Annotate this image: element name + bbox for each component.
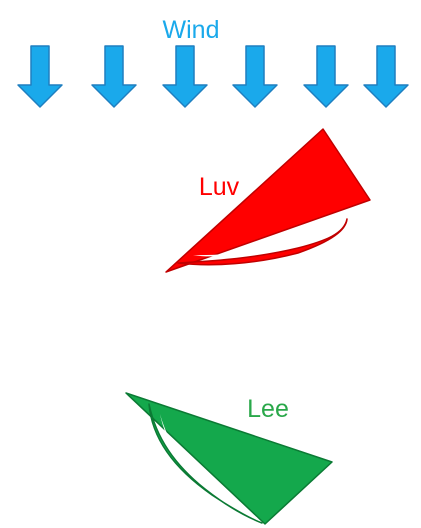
- wind-arrow-2: [91, 45, 137, 108]
- luv-sail-batten: [177, 218, 348, 266]
- wind-arrow-4: [232, 45, 278, 108]
- lee-sail-batten: [148, 403, 263, 524]
- wind-arrow-3: [162, 45, 208, 108]
- lee-label: Lee: [247, 395, 289, 423]
- luv-sail-gap: [193, 221, 345, 257]
- wind-arrows: [17, 45, 409, 108]
- luv-label: Luv: [199, 173, 240, 201]
- wind-arrow-1: [17, 45, 63, 108]
- lee-sail-body: [125, 392, 333, 525]
- wind-arrow-6: [363, 45, 409, 108]
- luv-sail-body: [165, 128, 371, 273]
- luv-sail: [165, 128, 371, 273]
- wind-arrow-5: [303, 45, 349, 108]
- wind-label: Wind: [163, 16, 220, 44]
- lee-sail: [125, 392, 333, 525]
